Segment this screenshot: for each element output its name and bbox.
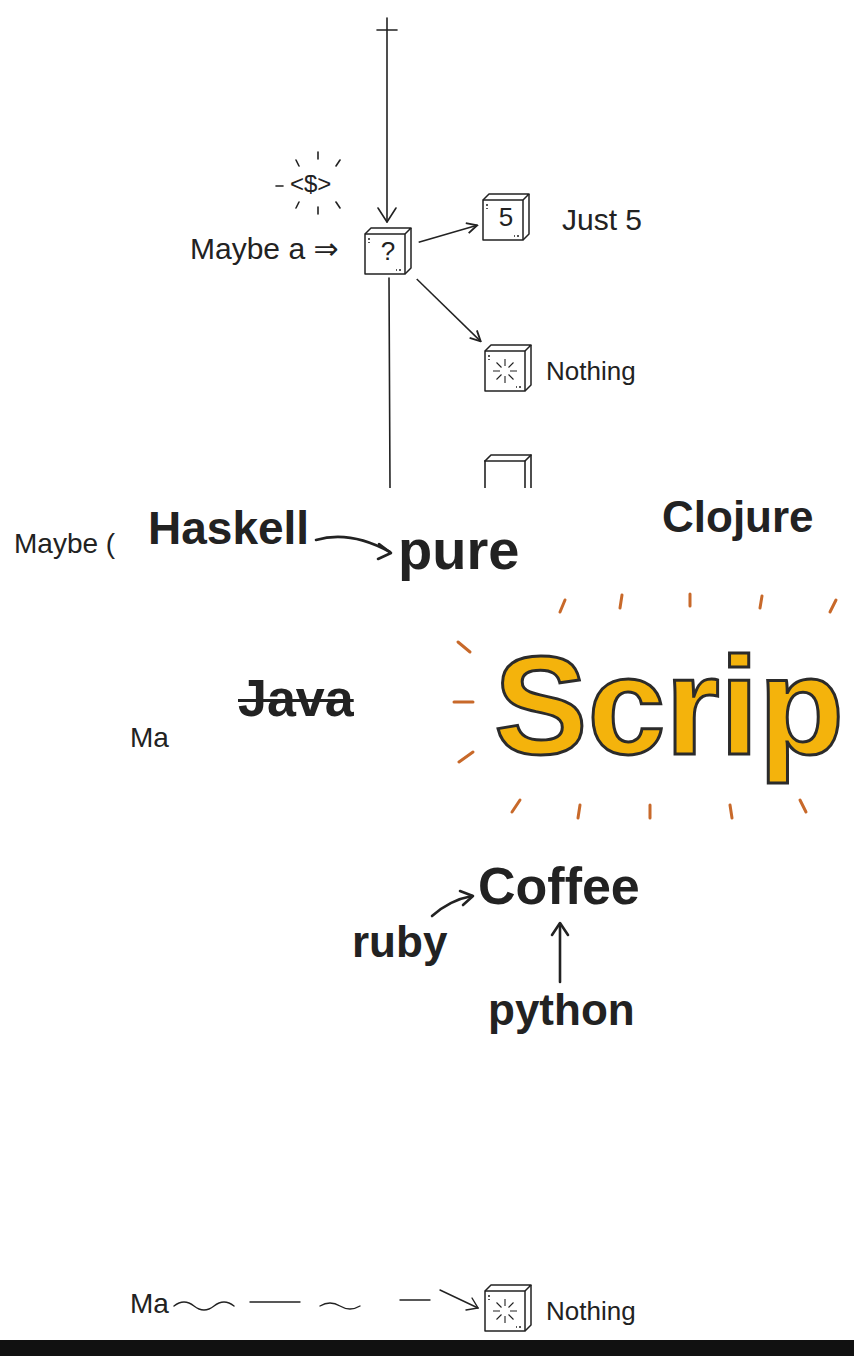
- arrow-head: [466, 1298, 478, 1310]
- cube-box: Nothing: [485, 345, 531, 391]
- value-label: Just 5: [562, 205, 642, 235]
- map-line: [386, 18, 388, 222]
- cube-lines: [365, 228, 411, 274]
- cube-value: ?: [381, 238, 395, 264]
- text-label: Ma: [130, 1290, 169, 1318]
- arrow-head: [378, 544, 391, 559]
- cube-front: [485, 351, 525, 391]
- scribble: [174, 1290, 478, 1310]
- text-label: pure: [398, 522, 519, 578]
- text-label: Haskell: [148, 505, 309, 551]
- text-label: <$>: [290, 172, 331, 196]
- arrow-head: [460, 891, 473, 905]
- cube-side: [525, 345, 531, 391]
- cube-front: [485, 1291, 525, 1331]
- text-label: python: [488, 988, 635, 1032]
- arrow-head: [378, 208, 396, 222]
- text-label: Coffee: [478, 860, 640, 912]
- sparkle-symbol: [493, 359, 517, 383]
- cube-box: Nothing: [485, 1285, 531, 1331]
- cube-side: [525, 1285, 531, 1331]
- cube-side: [405, 228, 411, 274]
- sparkle-symbol: [493, 1299, 517, 1323]
- cube-lines: [483, 194, 529, 240]
- cube-lines: [485, 1285, 531, 1331]
- plus-tick: [377, 29, 397, 31]
- cube-side: [523, 194, 529, 240]
- overlay-panel: [172, 488, 854, 1280]
- cube-outline: [485, 345, 531, 391]
- cube-value: 5: [499, 204, 513, 230]
- cube-lines: [485, 345, 531, 391]
- text-label: Clojure: [662, 495, 814, 539]
- text-label: Maybe a ⇒: [190, 234, 339, 264]
- cube-outline: [485, 1285, 531, 1331]
- text-label: ruby: [352, 920, 447, 964]
- cube-front: [483, 200, 523, 240]
- cube-top: [485, 1285, 531, 1291]
- cube-top: [365, 228, 411, 234]
- value-label: Nothing: [546, 1298, 636, 1324]
- text-label: Ma: [130, 724, 169, 752]
- arrow-connector: [417, 279, 481, 341]
- cube-hatch: [489, 1295, 521, 1327]
- arrow-connector: [419, 225, 478, 242]
- cube-top: [485, 345, 531, 351]
- text-label: Maybe (: [14, 530, 115, 558]
- value-label: Nothing: [546, 358, 636, 384]
- arrow-head: [552, 923, 568, 935]
- cube-hatch: [369, 238, 401, 270]
- partial-cube: [485, 455, 531, 488]
- cube-top: [483, 194, 529, 200]
- map-line: [389, 278, 390, 488]
- curved-arrow: [432, 896, 472, 916]
- bottom-bar: [0, 1340, 854, 1356]
- straight-arrow: [559, 924, 562, 982]
- cube-box: ?: [365, 228, 411, 274]
- text-label: Java: [238, 672, 354, 724]
- cube-box: 5Just 5: [483, 194, 529, 240]
- cube-hatch: [489, 355, 521, 387]
- cube-hatch: [487, 204, 519, 236]
- headline-word: Scrip: [494, 636, 844, 776]
- cube-front: [365, 234, 405, 274]
- sparkle-marks: [276, 152, 340, 214]
